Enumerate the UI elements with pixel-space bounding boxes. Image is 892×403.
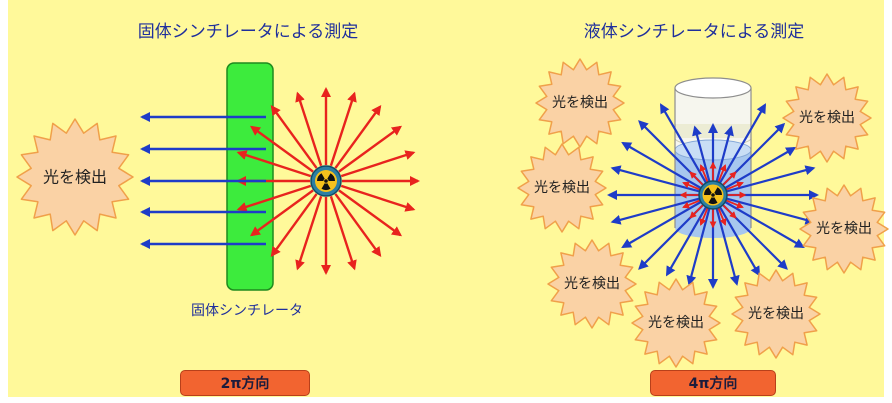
- detector-starburst: 光を検出: [799, 184, 889, 274]
- light-ray-arrow: [610, 196, 704, 225]
- trefoil-blade: [704, 187, 712, 195]
- scintillator-label: 固体シンチレータ: [191, 303, 303, 319]
- radiation-ray-arrow: [270, 104, 318, 169]
- light-ray-arrow: [686, 204, 712, 286]
- starburst-icon: [799, 184, 889, 274]
- radiation-ray-arrow: [334, 104, 382, 169]
- radiation-source-icon: [310, 165, 342, 197]
- liquid-scintillator-diagram: 液体シンチレータによる測定 光を検出 光: [517, 22, 889, 368]
- starburst-icon: [16, 118, 134, 236]
- radiation-ray-arrow: [236, 150, 312, 178]
- radiation-ray-arrow: [338, 125, 403, 173]
- trefoil-blade: [708, 197, 718, 204]
- radiation-ray-arrow: [329, 195, 357, 271]
- detector-label: 光を検出: [799, 110, 855, 126]
- starburst-icon: [631, 278, 721, 368]
- trefoil-blade: [714, 187, 722, 195]
- detector-label: 光を検出: [552, 95, 608, 111]
- trefoil-center: [711, 193, 715, 197]
- radiation-ray-arrow: [340, 150, 416, 178]
- detector-starburst: 光を検出: [16, 118, 134, 236]
- detector-label: 光を検出: [816, 221, 872, 237]
- radiation-ray-arrow: [236, 184, 312, 212]
- light-ray-arrow: [721, 146, 797, 191]
- trefoil-blade: [321, 183, 331, 190]
- radiation-ray-arrow: [338, 189, 403, 237]
- light-ray-arrow: [722, 165, 816, 194]
- left-title: 固体シンチレータによる測定: [138, 22, 359, 42]
- radiation-ray-arrow: [249, 189, 314, 237]
- radiation-ray-arrow: [340, 184, 416, 212]
- solid-scintillator-diagram: 固体シンチレータによる測定 光を検出 固体シンチレータ: [16, 22, 420, 319]
- light-ray-arrow: [610, 165, 704, 194]
- detector-label: 光を検出: [648, 315, 704, 331]
- light-ray-arrow: [717, 103, 767, 187]
- vial-top-opening: [674, 77, 752, 99]
- radiation-rays: [236, 87, 420, 275]
- light-ray-arrow: [659, 103, 709, 187]
- starburst-icon: [731, 269, 821, 359]
- detector-label: 光を検出: [534, 180, 590, 196]
- right-title: 液体シンチレータによる測定: [584, 22, 805, 42]
- detector-starburst: 光を検出: [535, 58, 625, 148]
- direction-badge-2pi: 2π方向: [180, 370, 310, 396]
- radiation-ray-arrow: [270, 193, 318, 258]
- radiation-ray-arrow: [295, 195, 323, 271]
- detector-label: 光を検出: [564, 276, 620, 292]
- trefoil-center: [324, 179, 328, 183]
- solid-scintillator-bar: [226, 62, 274, 291]
- light-rays: [140, 112, 266, 249]
- trefoil-blade: [317, 173, 325, 181]
- radiation-source-icon: [698, 180, 728, 210]
- detector-starburst: 光を検出: [517, 143, 607, 233]
- trefoil-blade: [327, 173, 335, 181]
- light-ray-arrow: [665, 203, 709, 277]
- direction-badge-4pi: 4π方向: [650, 370, 776, 396]
- light-ray-arrow: [717, 203, 761, 277]
- detector-starburst: 光を検出: [782, 73, 872, 163]
- detector-label: 光を検出: [43, 168, 107, 187]
- light-ray-arrow: [714, 125, 734, 186]
- radiation-ray-arrow: [295, 91, 323, 167]
- light-ray-arrow: [621, 199, 705, 249]
- light-ray-arrow: [722, 196, 816, 225]
- radiation-ray-arrow: [249, 125, 314, 173]
- light-ray-arrow: [621, 141, 705, 191]
- light-ray-arrow: [692, 125, 712, 186]
- starburst-icon: [547, 239, 637, 329]
- radiation-ray-arrow: [334, 193, 382, 258]
- starburst-icon: [517, 143, 607, 233]
- starburst-icon: [535, 58, 625, 148]
- detector-starburst: 光を検出: [631, 278, 721, 368]
- light-ray-arrow: [714, 204, 740, 286]
- detector-starburst: 光を検出: [731, 269, 821, 359]
- light-rays: [607, 103, 819, 289]
- radiation-ray-arrow: [329, 91, 357, 167]
- light-ray-arrow: [721, 199, 805, 249]
- starburst-icon: [782, 73, 872, 163]
- detector-label: 光を検出: [748, 306, 804, 322]
- detector-starburst: 光を検出: [547, 239, 637, 329]
